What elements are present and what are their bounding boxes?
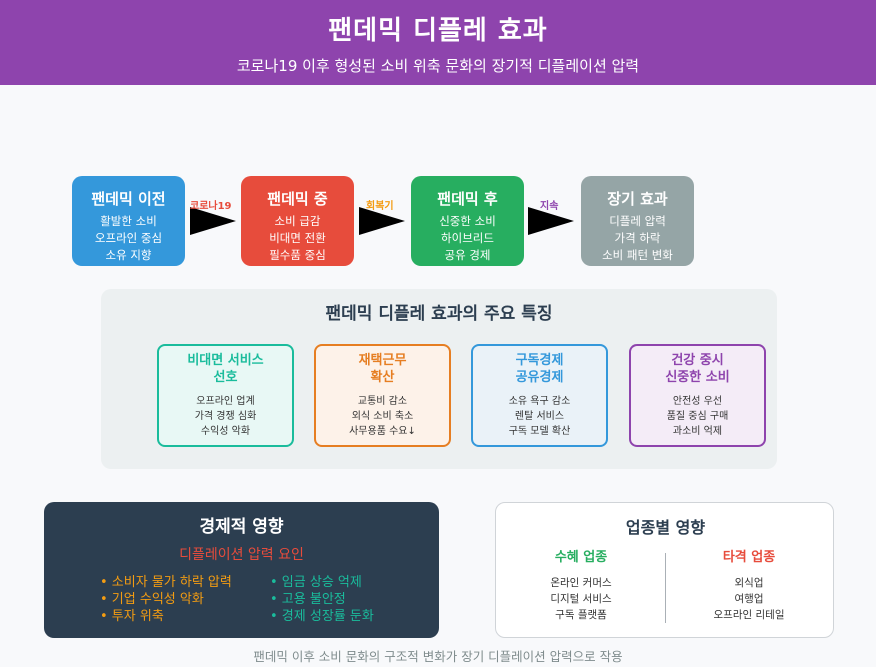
stage-line: 하이브리드 xyxy=(441,231,494,245)
arrow-right-icon xyxy=(528,207,574,235)
industry-item: 온라인 커머스 xyxy=(550,577,612,589)
stage-post-pandemic: 팬데믹 후 신중한 소비 하이브리드 공유 경제 xyxy=(411,176,524,266)
stage-line: 공유 경제 xyxy=(444,248,491,262)
industry-item: 여행업 xyxy=(734,593,764,605)
stage-line: 비대면 전환 xyxy=(269,231,326,245)
arrow-label: 지속 xyxy=(540,201,559,212)
stage-line: 오프라인 중심 xyxy=(94,231,163,245)
stage-line: 소유 지향 xyxy=(105,248,152,262)
arrow-right-icon xyxy=(359,207,405,235)
industry-item: 구독 플랫폼 xyxy=(555,609,607,621)
stage-line: 필수품 중심 xyxy=(269,248,326,262)
feature-line: 교통비 감소 xyxy=(357,396,408,407)
economic-right-list: • 임금 상승 억제 • 고용 불안정 • 경제 성장률 둔화 xyxy=(270,574,374,625)
stage-title: 팬데믹 이전 xyxy=(91,190,166,208)
stage-line: 소비 패턴 변화 xyxy=(602,248,673,262)
stage-title: 장기 효과 xyxy=(607,190,668,208)
economic-item: • 임금 상승 억제 xyxy=(270,575,362,590)
arrow-label: 회복기 xyxy=(366,201,394,212)
stage-line: 활발한 소비 xyxy=(100,214,157,228)
benefit-heading: 수혜 업종 xyxy=(554,550,608,565)
economic-item: • 투자 위축 xyxy=(100,609,164,624)
stage-line: 소비 급감 xyxy=(274,214,321,228)
damaged-industries: 타격 업종 외식업 여행업 오프라인 리테일 xyxy=(674,546,824,623)
industry-item: 디지털 서비스 xyxy=(550,593,612,605)
arrow-right-icon xyxy=(190,207,236,235)
economic-item: • 기업 수익성 악화 xyxy=(100,592,204,607)
feature-line: 안전성 우선 xyxy=(672,396,723,407)
industry-title: 업종별 영향 xyxy=(625,518,706,537)
economic-left-list: • 소비자 물가 하락 압력 • 기업 수익성 악화 • 투자 위축 xyxy=(100,574,232,625)
industry-item: 외식업 xyxy=(734,577,764,589)
economic-title: 경제적 영향 xyxy=(199,517,284,537)
industry-item: 오프라인 리테일 xyxy=(713,609,785,621)
economic-impact-panel: 경제적 영향 디플레이션 압력 요인 • 소비자 물가 하락 압력 • 기업 수… xyxy=(44,502,439,638)
features-title: 팬데믹 디플레 효과의 주요 특징 xyxy=(325,304,553,324)
economic-item: • 소비자 물가 하락 압력 xyxy=(100,575,232,590)
stage-pre-pandemic: 팬데믹 이전 활발한 소비 오프라인 중심 소유 지향 xyxy=(72,176,185,266)
feature-line: 렌탈 서비스 xyxy=(514,411,565,422)
stage-line: 가격 하락 xyxy=(614,231,661,245)
feature-line: 외식 소비 축소 xyxy=(351,411,414,422)
stage-long-term: 장기 효과 디플레 압력 가격 하락 소비 패턴 변화 xyxy=(581,176,694,266)
damage-heading: 타격 업종 xyxy=(722,550,776,565)
economic-subtitle: 디플레이션 압력 요인 xyxy=(179,547,304,563)
feature-line: 구독 모델 확산 xyxy=(508,426,571,437)
economic-item: • 경제 성장률 둔화 xyxy=(270,609,374,624)
stage-title: 팬데믹 중 xyxy=(267,190,328,208)
stage-title: 팬데믹 후 xyxy=(437,190,498,208)
feature-line: 수익성 악화 xyxy=(200,426,251,437)
economic-item: • 고용 불안정 xyxy=(270,592,346,607)
stage-line: 디플레 압력 xyxy=(609,214,666,228)
stage-line: 신중한 소비 xyxy=(439,214,496,228)
page-subtitle: 코로나19 이후 형성된 소비 위축 문화의 장기적 디플레이션 압력 xyxy=(236,57,640,75)
stage-during-pandemic: 팬데믹 중 소비 급감 비대면 전환 필수품 중심 xyxy=(241,176,354,266)
feature-line: 사무용품 수요↓ xyxy=(349,426,416,437)
feature-line: 소유 욕구 감소 xyxy=(508,396,571,407)
feature-line: 가격 경쟁 심화 xyxy=(194,411,257,422)
industry-impact-panel: 업종별 영향 수혜 업종 온라인 커머스 디지털 서비스 구독 플랫폼 타격 업… xyxy=(495,502,834,638)
feature-line: 품질 중심 구매 xyxy=(666,411,729,422)
feature-line: 오프라인 업계 xyxy=(196,396,255,407)
page-title: 팬데믹 디플레 효과 xyxy=(328,16,548,46)
arrow-label: 코로나19 xyxy=(190,201,232,212)
benefit-industries: 수혜 업종 온라인 커머스 디지털 서비스 구독 플랫폼 xyxy=(506,546,656,623)
footer-note: 팬데믹 이후 소비 문화의 구조적 변화가 장기 디플레이션 압력으로 작용 xyxy=(253,649,623,664)
divider xyxy=(665,553,666,623)
feature-line: 과소비 억제 xyxy=(672,426,723,437)
header-banner: 팬데믹 디플레 효과 코로나19 이후 형성된 소비 위축 문화의 장기적 디플… xyxy=(0,0,876,85)
